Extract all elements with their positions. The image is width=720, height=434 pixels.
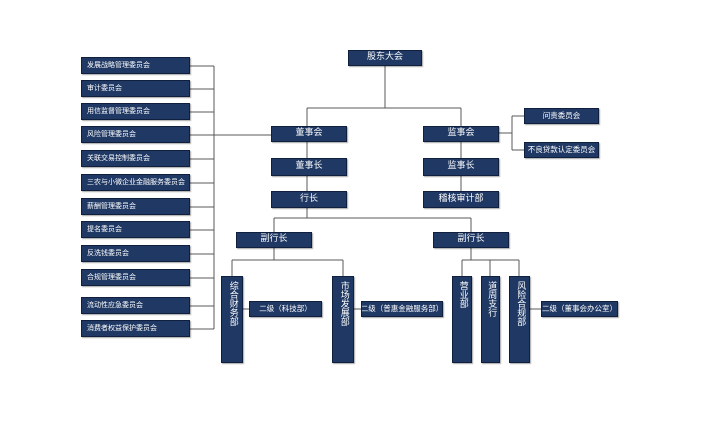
- npl-committee-box: 不良贷款认定委员会: [524, 142, 599, 158]
- risk-compliance-dept-label: 风险合规部: [515, 281, 526, 326]
- daozhou-branch-label: 道周支行: [486, 281, 497, 317]
- committee-box: 流动性应急委员会: [81, 297, 190, 314]
- vice-president-box: 副行长: [236, 232, 312, 248]
- shareholders-meeting-box: 股东大会: [348, 50, 422, 66]
- committee-box: 薪酬管理委员会: [81, 198, 190, 215]
- general-finance-dept-label: 综合财务部: [227, 281, 238, 326]
- vice-president-box: 副行长: [433, 232, 509, 248]
- committee-box: 关联交易控制委员会: [81, 150, 190, 167]
- committee-box: 消费者权益保护委员会: [81, 320, 190, 337]
- business-dept-label: 营业部: [457, 281, 468, 308]
- committee-box: 审计委员会: [81, 80, 190, 97]
- committee-box: 风险管理委员会: [81, 126, 190, 143]
- board-office-subunit-box: 二级（董事会办公室）: [541, 301, 618, 317]
- committee-box: 反洗钱委员会: [81, 245, 190, 262]
- tech-subunit-box: 二级（科技部）: [249, 301, 322, 317]
- committee-box: 发展战略管理委员会: [81, 57, 190, 74]
- risk-compliance-dept-box: 风险合规部: [509, 276, 530, 363]
- business-dept-box: 营业部: [452, 276, 472, 363]
- committee-box: 提名委员会: [81, 221, 190, 238]
- board-box: 董事会: [271, 126, 347, 142]
- president-box: 行长: [271, 191, 347, 208]
- general-finance-dept-box: 综合财务部: [221, 276, 243, 363]
- committee-box: 三农与小微企业金融服务委员会: [81, 174, 190, 191]
- committee-box: 合规管理委员会: [81, 269, 190, 286]
- inclusive-finance-subunit-box: 二级（普惠金融服务部）: [361, 301, 443, 317]
- supervisory-chairman-box: 监事长: [423, 158, 499, 176]
- supervisory-board-box: 监事会: [423, 126, 499, 142]
- daozhou-branch-box: 道周支行: [481, 276, 500, 363]
- audit-dept-box: 稽核审计部: [423, 191, 499, 208]
- market-dev-dept-box: 市场发展部: [332, 276, 354, 363]
- chairman-box: 董事长: [271, 158, 347, 176]
- committee-box: 用信监督管理委员会: [81, 103, 190, 120]
- accountability-committee-box: 问责委员会: [524, 108, 599, 124]
- market-dev-dept-label: 市场发展部: [338, 281, 349, 326]
